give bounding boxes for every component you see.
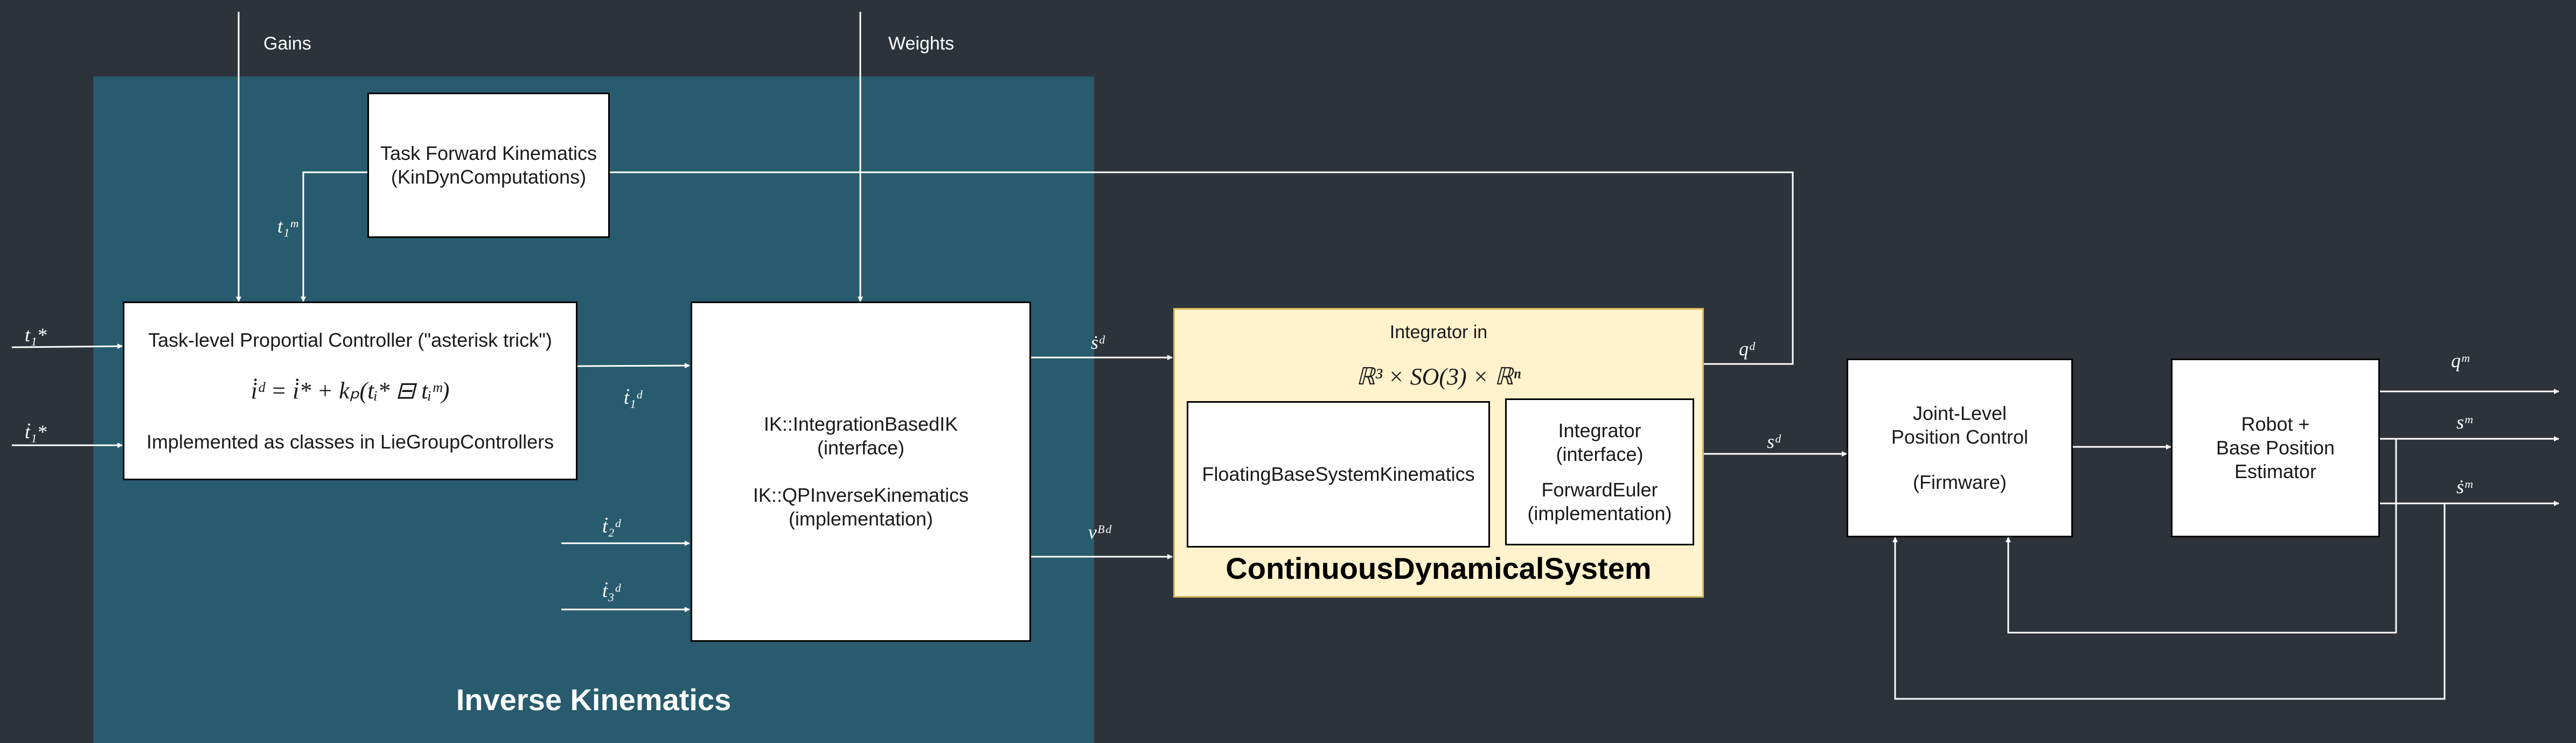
t1-star-dot-label: ṫ₁* bbox=[25, 421, 47, 443]
ik-implementation-tag: (implementation) bbox=[788, 508, 934, 530]
s-dot-m-feedback-arrow bbox=[1892, 503, 2446, 700]
joint-control-line1: Joint-Level bbox=[1912, 402, 2007, 424]
t1-star-arrow bbox=[11, 344, 123, 349]
robot-base-position-estimator-box: Robot + Base Position Estimator bbox=[2171, 359, 2380, 537]
task-level-controller-box: Task-level Proportial Controller ("aster… bbox=[123, 302, 577, 480]
integrator-implementation-tag: (implementation) bbox=[1527, 502, 1672, 524]
t1-measured-arrow bbox=[301, 171, 367, 302]
q-m-label: qᵐ bbox=[2451, 350, 2469, 372]
task-fk-library: (KinDynComputations) bbox=[391, 166, 587, 188]
t2-dot-d-label: ṫ₂ᵈ bbox=[602, 515, 621, 537]
s-dot-m-label: ṡᵐ bbox=[2456, 476, 2473, 497]
t3-dot-d-label: ṫ₃ᵈ bbox=[602, 580, 621, 601]
integrator-implementation-name: ForwardEuler bbox=[1541, 478, 1658, 501]
q-d-label: qᵈ bbox=[1739, 338, 1755, 360]
s-d-label: sᵈ bbox=[1767, 431, 1781, 452]
gains-label: Gains bbox=[263, 33, 311, 54]
task-fk-title: Task Forward Kinematics bbox=[380, 142, 597, 164]
t1-dot-d-label: ṫ₁ᵈ bbox=[624, 387, 642, 408]
robot-line3: Estimator bbox=[2234, 460, 2317, 482]
controller-formula: i̇ᵈ = i̇* + kₚ(tᵢ* ⊟ tᵢᵐ) bbox=[250, 377, 450, 404]
integrator-space-label: ℝ³ × SO(3) × ℝⁿ bbox=[1356, 363, 1521, 390]
t1-measured-label: t₁ᵐ bbox=[277, 215, 298, 237]
robot-line2: Base Position bbox=[2216, 437, 2335, 459]
integrator-in-label: Integrator in bbox=[1389, 322, 1488, 342]
continuous-dynamical-system-title: ContinuousDynamicalSystem bbox=[1226, 551, 1652, 585]
integration-based-ik-box: IK::IntegrationBasedIK (interface) IK::Q… bbox=[691, 302, 1031, 642]
controller-implementation-note: Implemented as classes in LieGroupContro… bbox=[146, 430, 554, 453]
integrator-interface-tag: (interface) bbox=[1556, 443, 1644, 465]
joint-control-firmware: (Firmware) bbox=[1913, 471, 2007, 493]
robot-line1: Robot + bbox=[2241, 413, 2310, 435]
ik-interface-tag: (interface) bbox=[817, 437, 905, 459]
s-m-label: sᵐ bbox=[2456, 411, 2473, 433]
weights-label: Weights bbox=[888, 33, 955, 54]
s-dot-d-label: ṡᵈ bbox=[1091, 332, 1105, 353]
joint-control-line2: Position Control bbox=[1891, 426, 2029, 448]
ik-interface-name: IK::IntegrationBasedIK bbox=[763, 413, 958, 435]
floating-base-label: FloatingBaseSystemKinematics bbox=[1202, 463, 1475, 485]
vb-d-label: vᴮᵈ bbox=[1088, 521, 1111, 543]
t1-star-label: t₁* bbox=[25, 324, 47, 346]
controller-title: Task-level Proportial Controller ("aster… bbox=[148, 328, 552, 351]
qd-feedback-line bbox=[610, 171, 1794, 365]
joint-level-position-control-box: Joint-Level Position Control (Firmware) bbox=[1847, 359, 2073, 537]
ik-implementation-name: IK::QPInverseKinematics bbox=[753, 484, 969, 506]
floating-base-system-kinematics-box: FloatingBaseSystemKinematics bbox=[1187, 401, 1490, 548]
task-forward-kinematics-box: Task Forward Kinematics (KinDynComputati… bbox=[367, 93, 610, 238]
integrator-box: Integrator (interface) ForwardEuler (imp… bbox=[1505, 398, 1694, 545]
s-m-feedback-arrow bbox=[2006, 439, 2397, 634]
integrator-interface-name: Integrator bbox=[1558, 419, 1641, 441]
inverse-kinematics-title: Inverse Kinematics bbox=[456, 683, 732, 717]
